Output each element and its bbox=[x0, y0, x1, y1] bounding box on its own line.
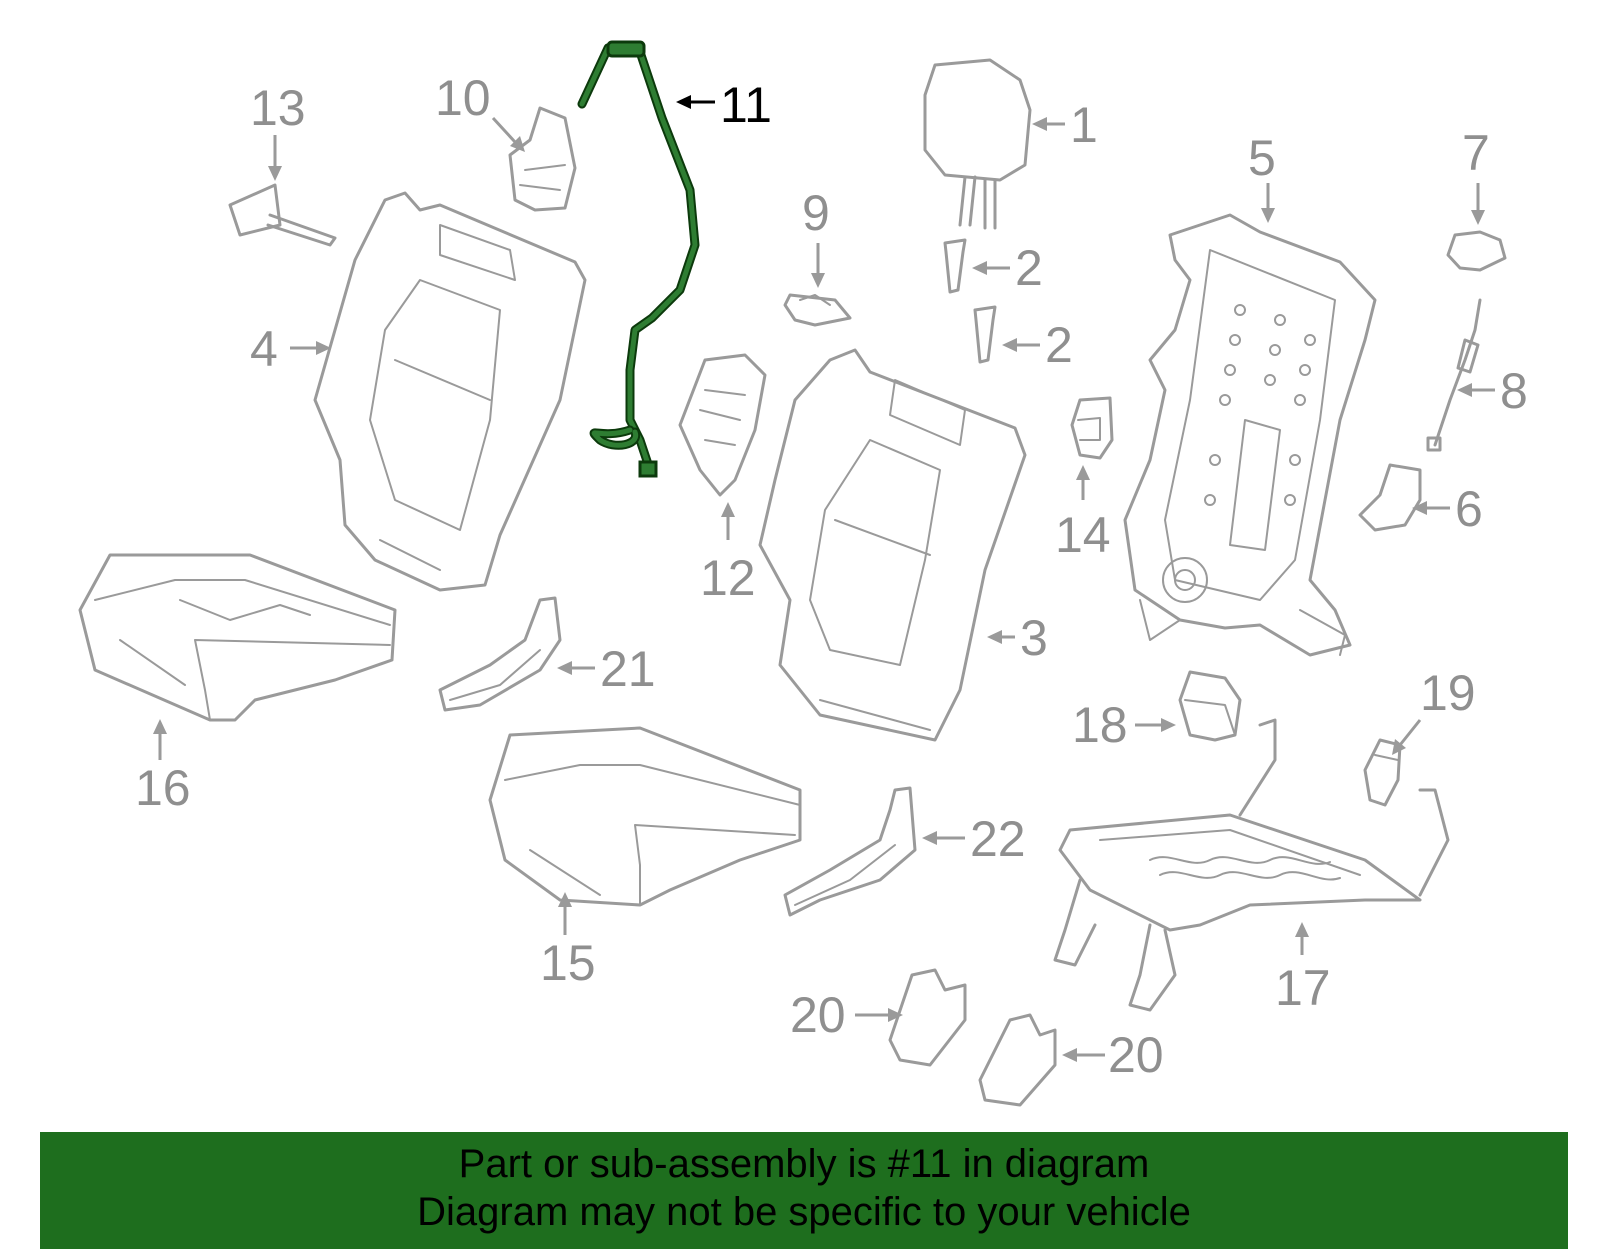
banner-line-1: Part or sub-assembly is #11 in diagram bbox=[458, 1142, 1150, 1186]
callout-16: 16 bbox=[135, 760, 191, 816]
callout-12: 12 bbox=[700, 550, 756, 606]
part-info-banner: Part or sub-assembly is #11 in diagram D… bbox=[40, 1132, 1568, 1249]
callout-15: 15 bbox=[540, 935, 596, 991]
part-4-seat-back-cover bbox=[313, 191, 587, 592]
callout-11: 11 bbox=[720, 77, 772, 133]
banner-line-2: Diagram may not be specific to your vehi… bbox=[417, 1190, 1191, 1234]
part-13-bracket bbox=[228, 183, 337, 247]
part-1-headrest bbox=[923, 58, 1032, 230]
part-11-wire-harness bbox=[577, 40, 700, 478]
part-16-seat-cushion bbox=[78, 553, 397, 722]
part-21-trim bbox=[438, 596, 562, 712]
callout-6: 6 bbox=[1455, 481, 1483, 537]
callout-7: 7 bbox=[1462, 125, 1490, 181]
part-20-block-right bbox=[978, 1013, 1057, 1107]
callout-5: 5 bbox=[1248, 130, 1276, 186]
part-5-seat-frame bbox=[1123, 213, 1377, 657]
part-2-headrest-guide bbox=[943, 238, 997, 364]
part-8-cable bbox=[1426, 298, 1482, 452]
part-15-seat-cushion bbox=[488, 726, 802, 907]
part-20-block-left bbox=[888, 968, 967, 1067]
part-7-cap bbox=[1446, 230, 1507, 272]
callout-arrows bbox=[153, 95, 1495, 1062]
callout-18: 18 bbox=[1072, 697, 1128, 753]
callout-13: 13 bbox=[250, 80, 306, 136]
part-10-cover bbox=[508, 106, 577, 212]
callout-14: 14 bbox=[1055, 507, 1111, 563]
part-3-seat-back-cover bbox=[758, 348, 1027, 742]
callout-4: 4 bbox=[250, 321, 278, 377]
callout-20-right: 20 bbox=[1108, 1027, 1164, 1083]
callout-17: 17 bbox=[1275, 960, 1331, 1016]
callout-3: 3 bbox=[1020, 610, 1048, 666]
callout-22: 22 bbox=[970, 811, 1026, 867]
callout-10: 10 bbox=[435, 70, 491, 126]
callout-8: 8 bbox=[1500, 363, 1528, 419]
callout-19: 19 bbox=[1420, 665, 1476, 721]
callout-21: 21 bbox=[600, 641, 656, 697]
callout-2-upper: 2 bbox=[1015, 240, 1043, 296]
callout-1: 1 bbox=[1070, 97, 1098, 153]
callout-20-left: 20 bbox=[790, 987, 846, 1043]
seat-parts-diagram: 1 2 2 3 4 5 6 7 8 9 10 11 12 13 14 15 16… bbox=[78, 40, 1528, 1107]
callout-2-lower: 2 bbox=[1045, 317, 1073, 373]
part-18-block bbox=[1178, 670, 1242, 742]
part-12-side-panel bbox=[678, 353, 767, 497]
part-17-seat-frame-base bbox=[1053, 718, 1450, 1012]
part-6-bracket bbox=[1358, 463, 1422, 532]
part-14-latch bbox=[1070, 396, 1114, 460]
part-9-clip bbox=[783, 293, 852, 327]
part-22-trim bbox=[783, 786, 917, 917]
callout-9: 9 bbox=[802, 185, 830, 241]
